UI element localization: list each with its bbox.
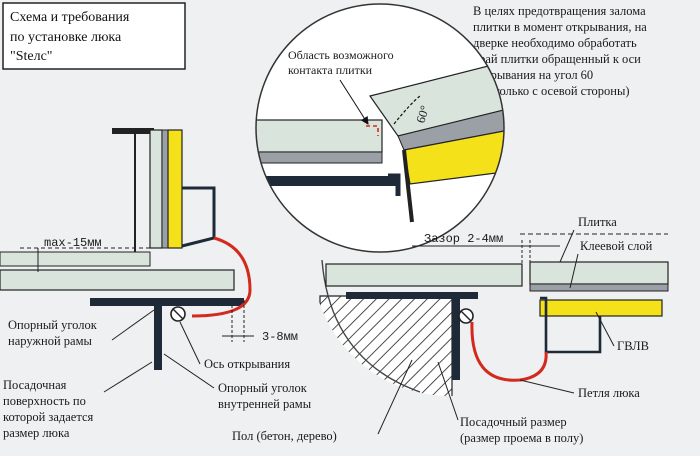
glue-label: Клеевой слой — [580, 239, 653, 253]
detail-glue-left — [256, 151, 383, 164]
floor-concrete — [319, 295, 453, 396]
note-line-5: открывания на угол 60 — [473, 68, 593, 82]
inner-frame-angle — [154, 298, 162, 370]
contact-area-mark — [366, 125, 379, 136]
wall-board — [167, 129, 183, 249]
note-text: В целях предотвращения залома плитки в м… — [473, 4, 647, 98]
title-box: Схема и требования по установке люка "St… — [2, 2, 186, 70]
detail-glue-door — [397, 105, 504, 151]
note-line-3: дверке необходимо обработать — [473, 36, 637, 50]
max-dimension: max-15мм — [44, 236, 102, 250]
angle-label: 60° — [413, 104, 432, 125]
axis-label: Ось открывания — [204, 357, 290, 371]
outer-angle-label-1: Опорный уголок — [8, 318, 98, 332]
note-line-6: (только с осевой стороны) — [490, 84, 630, 98]
inner-angle-label-1: Опорный уголок — [218, 381, 308, 395]
note-line-2: плитки в момент открывания, на — [473, 20, 647, 34]
left-labels: Опорный уголок наружной рамы Ось открыва… — [3, 309, 312, 440]
outer-frame-angle — [90, 298, 244, 306]
seat-size-label-1: Посадочный размер — [460, 415, 567, 429]
inner-angle-label-2: внутренней рамы — [218, 397, 312, 411]
floor-label: Пол (бетон, дерево) — [232, 429, 337, 443]
seat-surface-label-1: Посадочная — [3, 378, 67, 392]
hinge-right — [470, 321, 548, 382]
seat-surface-label-4: размер люка — [3, 426, 70, 440]
outer-angle-label-2: наружной рамы — [8, 334, 93, 348]
door-glue — [529, 283, 669, 292]
seat-surface-label-3: которой задается — [3, 410, 93, 424]
seat-size-label-2: (размер проема в полу) — [460, 431, 583, 445]
title-line-3: "Stелс" — [10, 49, 53, 64]
left-section: max-15мм 3-8мм — [0, 128, 298, 370]
wall-glue — [161, 129, 169, 249]
right-section: Зазор 2-4мм — [319, 232, 669, 396]
tile-label: Плитка — [578, 215, 617, 229]
seat-surface-label-2: поверхность по — [3, 394, 86, 408]
gvlv-label: ГВЛВ — [617, 339, 649, 353]
door-tile — [529, 261, 669, 285]
detail-tile-door — [369, 57, 504, 137]
door-board — [539, 299, 663, 317]
floor-tile-upper — [0, 251, 151, 267]
detail-circle: 60° Область возможного контакта плитки — [255, 3, 505, 253]
detail-tile-left — [256, 119, 383, 153]
gap-dimension: Зазор 2-4мм — [424, 232, 503, 246]
note-line-4: край плитки обращенный к оси — [473, 52, 641, 66]
title-line-1: Схема и требования — [10, 10, 130, 25]
detail-steel-left — [256, 176, 400, 186]
right-labels: Плитка Клеевой слой ГВЛВ Петля люка Пол … — [232, 215, 653, 445]
offset-dimension: 3-8мм — [262, 330, 298, 344]
contact-label-2: контакта плитки — [288, 63, 373, 77]
hinge-label: Петля люка — [578, 386, 640, 400]
floor-tile-left — [0, 269, 235, 291]
note-line-1: В целях предотвращения залома — [473, 4, 646, 18]
hinge-left — [191, 236, 252, 318]
frame-angle-right — [346, 292, 478, 299]
title-line-2: по установке люка — [10, 30, 122, 45]
frame-post-right — [452, 292, 460, 380]
floor-tile-right — [325, 263, 523, 287]
contact-label-1: Область возможного — [288, 48, 394, 62]
wall-tile — [149, 129, 163, 249]
